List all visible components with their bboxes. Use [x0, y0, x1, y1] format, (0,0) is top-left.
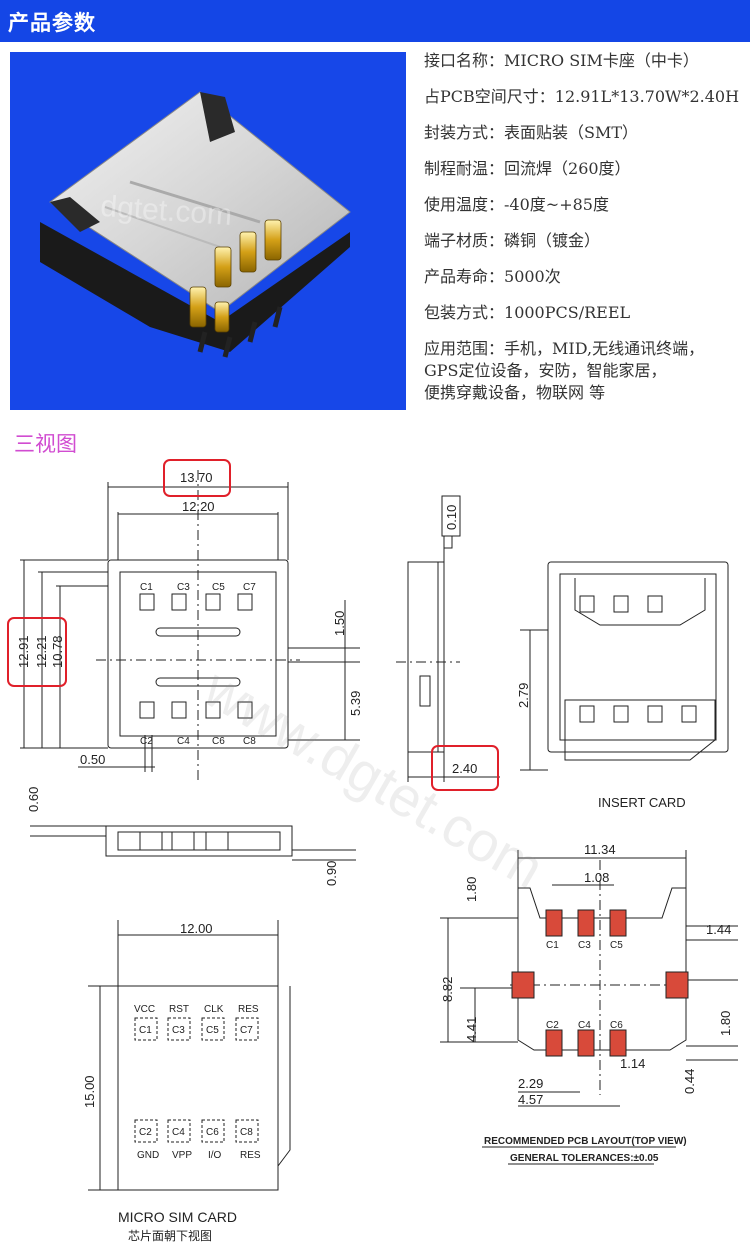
card-bottom-pin: C4 [172, 1127, 185, 1138]
spec-item: 接口名称：MICRO SIM卡座（中卡） [424, 51, 699, 70]
dim-pcb-b1: 2.29 [518, 1076, 543, 1091]
dim-pcb-w: 11.34 [584, 842, 616, 857]
technical-drawing: 13.70 12.20 12.91 12.21 10.78 1.50 5.39 … [7, 459, 738, 1243]
pcb-pin-label: C1 [546, 940, 559, 951]
card-bottom-pin: C8 [240, 1127, 253, 1138]
section-title: 产品参数 [8, 11, 96, 35]
drawing-watermark: www.dgtet.com [193, 655, 554, 900]
spec-item: 包装方式：1000PCS/REEL [424, 303, 631, 322]
dim-pcb-r1: 1.44 [706, 922, 731, 937]
dim-pin: 0.50 [80, 752, 105, 767]
dim-pcb-b2: 4.57 [518, 1092, 543, 1107]
spec-item: 制程耐温：回流焊（260度） [424, 159, 631, 178]
pcb-pin-label: C5 [610, 940, 623, 951]
pcb-pads [511, 909, 689, 1057]
card-title: MICRO SIM CARD [118, 1209, 237, 1225]
insert-card-label: INSERT CARD [598, 795, 686, 810]
spec-item: 应用范围：手机，MID,无线通讯终端， GPS定位设备，安防，智能家居， 便携穿… [424, 339, 705, 402]
dim-right-top: 1.50 [332, 611, 347, 636]
card-top-label: CLK [204, 1004, 224, 1015]
dim-pcb-c: 1.14 [620, 1056, 645, 1071]
card-top-label: RST [169, 1004, 189, 1015]
dim-h1: 12.91 [16, 635, 31, 668]
dim-card-width: 12.00 [180, 921, 213, 936]
card-bottom-label: RES [240, 1150, 261, 1161]
dim-pcb-r2: 1.80 [718, 1011, 733, 1036]
dim-insert-depth: 2.79 [516, 683, 531, 708]
card-bottom-label: I/O [208, 1150, 222, 1161]
views-title: 三视图 [14, 432, 77, 456]
dim-side-top: 0.10 [444, 505, 459, 530]
pin-label: C6 [212, 736, 225, 747]
card-bottom-label: VPP [172, 1150, 192, 1161]
dim-pcb-h: 8.82 [440, 977, 455, 1002]
pcb-pin-label: C6 [610, 1020, 623, 1031]
card-top-label: RES [238, 1004, 259, 1015]
spec-item: 端子材质：磷铜（镀金） [424, 231, 601, 250]
spec-item: 封装方式：表面贴装（SMT） [424, 123, 639, 142]
card-top-pin: C7 [240, 1025, 253, 1036]
dim-right-mid: 5.39 [348, 691, 363, 716]
pin-label: C8 [243, 736, 256, 747]
card-top-pin: C3 [172, 1025, 185, 1036]
pin-label: C4 [177, 736, 190, 747]
card-bottom-pin: C2 [139, 1127, 152, 1138]
dim-front-top: 0.60 [26, 787, 41, 812]
card-bottom-label: GND [137, 1150, 159, 1161]
product-photo: dgtet.com [10, 52, 406, 410]
card-bottom-pin: C6 [206, 1127, 219, 1138]
dim-h3: 10.78 [50, 635, 65, 668]
highlight-boxes [7, 459, 499, 791]
dim-pcb-h2: 4.41 [464, 1017, 479, 1042]
pcb-tolerance: GENERAL TOLERANCES:±0.05 [510, 1153, 659, 1164]
dim-pcb-r3: 0.44 [682, 1069, 697, 1094]
spec-item: 占PCB空间尺寸：12.91L*13.70W*2.40H [424, 87, 740, 106]
top-view [20, 470, 360, 780]
pcb-pin-label: C3 [578, 940, 591, 951]
pcb-layout [440, 850, 738, 1107]
pin-label: C7 [243, 582, 256, 593]
dim-top-width-inner: 12.20 [182, 499, 215, 514]
dim-card-height: 15.00 [82, 1075, 97, 1108]
card-top-pin: C5 [206, 1025, 219, 1036]
product-illustration: dgtet.com [40, 91, 351, 358]
spec-list: 接口名称：MICRO SIM卡座（中卡） 占PCB空间尺寸：12.91L*13.… [424, 50, 746, 404]
sim-card [88, 920, 291, 1191]
pcb-pin-label: C4 [578, 1020, 591, 1031]
dim-pcb-t: 1.80 [464, 877, 479, 902]
card-top-label: VCC [134, 1004, 155, 1015]
pin-label: C5 [212, 582, 225, 593]
insert-card-view [520, 561, 729, 771]
front-view [30, 825, 356, 861]
spec-item: 产品寿命：5000次 [424, 267, 561, 286]
spec-item: 使用温度：-40度~+85度 [424, 195, 609, 214]
card-top-pin: C1 [139, 1025, 152, 1036]
pin-label: C1 [140, 582, 153, 593]
pin-label: C3 [177, 582, 190, 593]
pcb-pin-label: C2 [546, 1020, 559, 1031]
dim-side-height: 2.40 [452, 761, 477, 776]
dim-front-bottom: 0.90 [324, 861, 339, 886]
card-subtitle: 芯片面朝下视图 [128, 1228, 212, 1243]
pin-label: C2 [140, 736, 153, 747]
pcb-title: RECOMMENDED PCB LAYOUT(TOP VIEW) [484, 1136, 687, 1147]
side-view [396, 495, 500, 782]
dim-h2: 12.21 [34, 635, 49, 668]
dim-top-width-outer: 13.70 [180, 470, 213, 485]
dim-pcb-p1: 1.08 [584, 870, 609, 885]
section-header: 产品参数 [0, 0, 750, 42]
